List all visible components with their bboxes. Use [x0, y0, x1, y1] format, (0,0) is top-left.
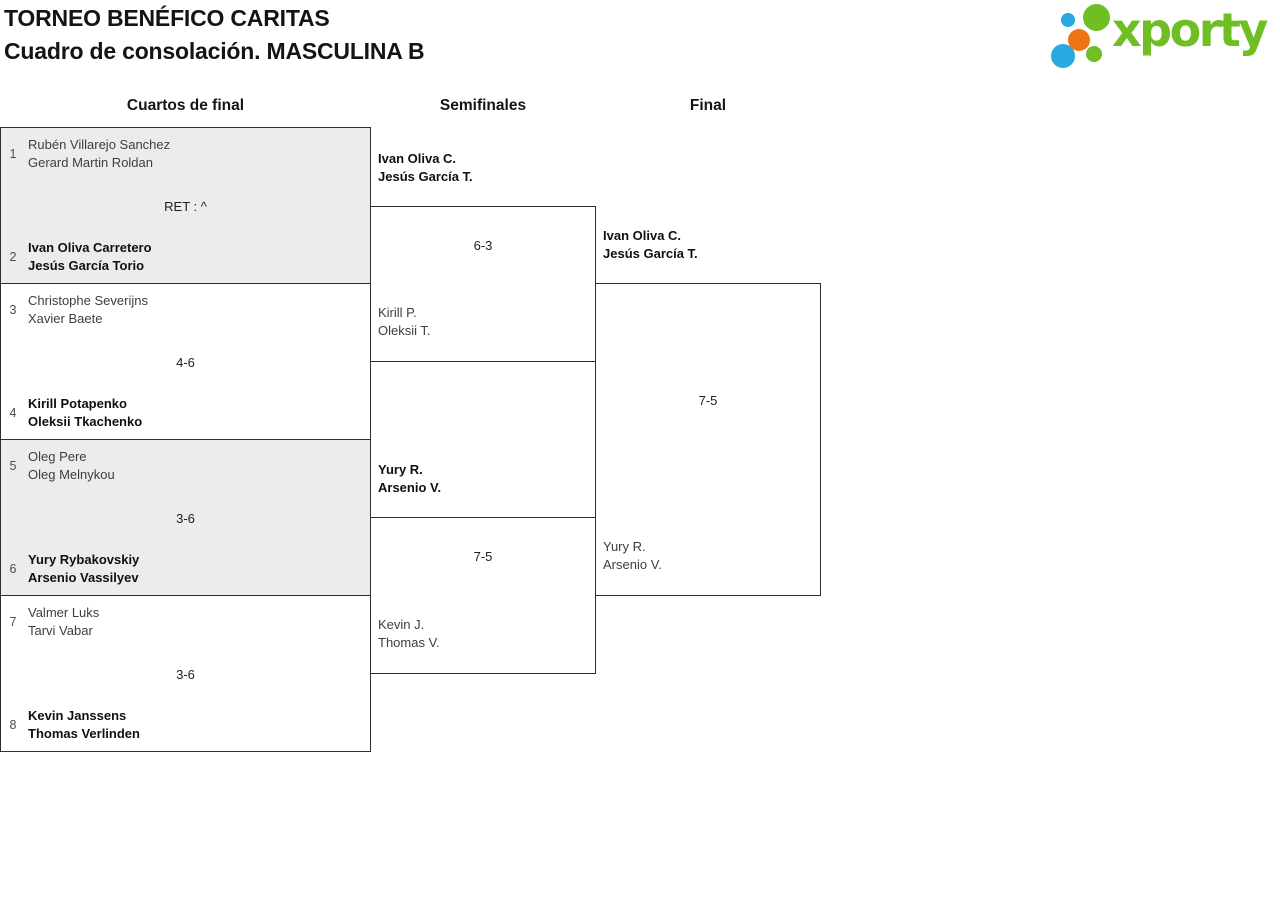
column-header-final: Final — [689, 97, 727, 114]
match-score: 6-3 — [473, 238, 493, 253]
team-pair: Rubén Villarejo Sanchez Gerard Martin Ro… — [28, 136, 170, 172]
player-name: Rubén Villarejo Sanchez — [28, 137, 171, 152]
logo-dot-icon — [1083, 4, 1110, 31]
logo-dot-icon — [1061, 13, 1075, 27]
team-pair: Yury R. Arsenio V. — [603, 538, 662, 574]
player-name: Thomas V. — [378, 635, 440, 650]
column-header-quarterfinals: Cuartos de final — [126, 97, 245, 114]
player-name: Ivan Oliva Carretero — [28, 240, 152, 255]
match-quarterfinal-2[interactable]: 3 Christophe Severijns Xavier Baete 4-6 … — [0, 283, 371, 440]
match-semifinal-2[interactable]: Yury R. Arsenio V. 7-5 Kevin J. Thomas V… — [370, 462, 596, 674]
team-pair: Kevin J. Thomas V. — [378, 616, 440, 652]
team-pair-winner: Ivan Oliva Carretero Jesús García Torio — [28, 239, 152, 275]
seed-number: 8 — [9, 718, 17, 732]
player-name: Arsenio V. — [603, 557, 662, 572]
player-name: Oleksii Tkachenko — [28, 414, 143, 429]
player-name: Yury R. — [603, 539, 646, 554]
player-name: Kirill P. — [378, 305, 417, 320]
player-name: Arsenio Vassilyev — [28, 570, 139, 585]
player-name: Kevin J. — [378, 617, 425, 632]
player-name: Kevin Janssens — [28, 708, 127, 723]
tournament-name: TORNEO BENÉFICO CARITAS — [4, 5, 330, 31]
team-pair-winner: Ivan Oliva C. Jesús García T. — [603, 227, 698, 263]
player-name: Arsenio V. — [378, 480, 442, 495]
page-title: TORNEO BENÉFICO CARITAS Cuadro de consol… — [4, 2, 425, 68]
player-name: Jesús García T. — [378, 169, 473, 184]
seed-number: 1 — [9, 147, 17, 161]
player-name: Thomas Verlinden — [28, 726, 140, 741]
player-name: Jesús García Torio — [28, 258, 145, 273]
match-score: RET : ^ — [164, 199, 207, 214]
match-semifinal-1[interactable]: Ivan Oliva C. Jesús García T. 6-3 Kirill… — [370, 151, 596, 362]
xporty-logo[interactable]: xporty — [1050, 0, 1278, 75]
logo-dot-icon — [1086, 46, 1102, 62]
match-quarterfinal-1[interactable]: 1 Rubén Villarejo Sanchez Gerard Martin … — [0, 127, 371, 284]
player-name: Christophe Severijns — [28, 293, 148, 308]
team-pair: Valmer Luks Tarvi Vabar — [28, 604, 99, 640]
team-pair-winner: Yury R. Arsenio V. — [378, 461, 441, 497]
team-pair: Christophe Severijns Xavier Baete — [28, 292, 148, 328]
match-score: 7-5 — [698, 393, 718, 408]
team-pair: Oleg Pere Oleg Melnykou — [28, 448, 115, 484]
match-score: 7-5 — [473, 549, 493, 564]
player-name: Gerard Martin Roldan — [28, 155, 153, 170]
seed-number: 2 — [9, 250, 17, 264]
column-header-semifinals: Semifinales — [439, 97, 527, 114]
logo-wordmark: xporty — [1112, 3, 1268, 57]
player-name: Oleg Melnykou — [28, 467, 115, 482]
logo-dot-icon — [1051, 44, 1075, 68]
player-name: Tarvi Vabar — [28, 623, 93, 638]
seed-number: 3 — [9, 303, 17, 317]
player-name: Oleg Pere — [28, 449, 87, 464]
match-quarterfinal-4[interactable]: 7 Valmer Luks Tarvi Vabar 3-6 8 Kevin Ja… — [0, 595, 371, 752]
player-name: Ivan Oliva C. — [378, 151, 457, 166]
match-score: 3-6 — [176, 667, 195, 682]
player-name: Yury R. — [378, 462, 423, 477]
match-quarterfinal-3[interactable]: 5 Oleg Pere Oleg Melnykou 3-6 6 Yury Ryb… — [0, 439, 371, 596]
player-name: Oleksii T. — [378, 323, 431, 338]
player-name: Ivan Oliva C. — [603, 228, 682, 243]
player-name: Kirill Potapenko — [28, 396, 127, 411]
team-pair: Kirill P. Oleksii T. — [378, 304, 431, 340]
draw-name: Cuadro de consolación. MASCULINA B — [4, 38, 425, 64]
seed-number: 5 — [9, 459, 17, 473]
seed-number: 6 — [9, 562, 17, 576]
match-score: 4-6 — [176, 355, 195, 370]
player-name: Xavier Baete — [28, 311, 103, 326]
seed-number: 4 — [9, 406, 17, 420]
player-name: Jesús García T. — [603, 246, 698, 261]
team-pair-winner: Ivan Oliva C. Jesús García T. — [378, 150, 473, 186]
player-name: Yury Rybakovskiy — [28, 552, 140, 567]
team-pair-winner: Yury Rybakovskiy Arsenio Vassilyev — [28, 551, 139, 587]
player-name: Valmer Luks — [28, 605, 100, 620]
seed-number: 7 — [9, 615, 17, 629]
logo-dot-icon — [1068, 29, 1090, 51]
match-final[interactable]: Ivan Oliva C. Jesús García T. 7-5 Yury R… — [595, 228, 821, 596]
team-pair-winner: Kirill Potapenko Oleksii Tkachenko — [28, 395, 142, 431]
match-score: 3-6 — [176, 511, 195, 526]
team-pair-winner: Kevin Janssens Thomas Verlinden — [28, 707, 140, 743]
